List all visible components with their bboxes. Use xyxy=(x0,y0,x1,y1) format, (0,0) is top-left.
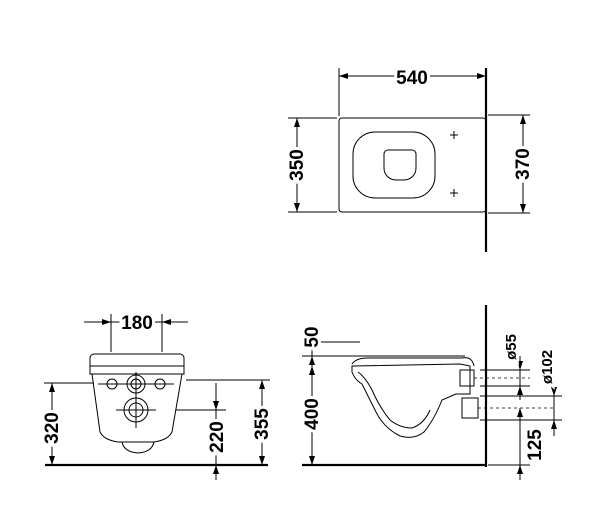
front-view-seat-lid xyxy=(89,353,185,367)
top-view: 540 350 370 xyxy=(284,65,537,252)
dim-350-label: 350 xyxy=(287,149,308,181)
side-view-seat xyxy=(351,357,475,367)
front-view-seat-ring xyxy=(89,365,185,375)
dim-540-label: 540 xyxy=(396,68,428,89)
side-view-bowl-inner xyxy=(357,371,431,429)
side-view-inlet-spigot xyxy=(459,369,475,387)
dim-o102-label: ø102 xyxy=(539,350,556,384)
dim-220-label: 220 xyxy=(207,421,228,453)
top-view-bowl-outline xyxy=(338,117,487,213)
front-view: 180 320 220 355 xyxy=(39,310,276,480)
dim-320-label: 320 xyxy=(42,412,63,444)
side-view: 50 400 ø55 ø102 125 xyxy=(299,305,562,480)
top-view-seat xyxy=(352,131,436,199)
dim-o55-label: ø55 xyxy=(503,334,520,360)
front-view-bowl xyxy=(91,373,183,443)
dim-180-label: 180 xyxy=(121,313,153,334)
side-view-outlet-pipe xyxy=(461,397,479,419)
front-view-bowl-foot xyxy=(121,441,155,454)
dim-125-label: 125 xyxy=(525,429,546,461)
top-view-seat-inner xyxy=(383,149,417,181)
dim-355-label: 355 xyxy=(252,408,273,440)
dim-50-label: 50 xyxy=(302,326,323,347)
side-view-bowl-profile xyxy=(351,363,471,438)
top-view-fixing-mark xyxy=(450,131,458,197)
dim-400-label: 400 xyxy=(302,398,323,430)
dim-370-label: 370 xyxy=(513,148,534,180)
